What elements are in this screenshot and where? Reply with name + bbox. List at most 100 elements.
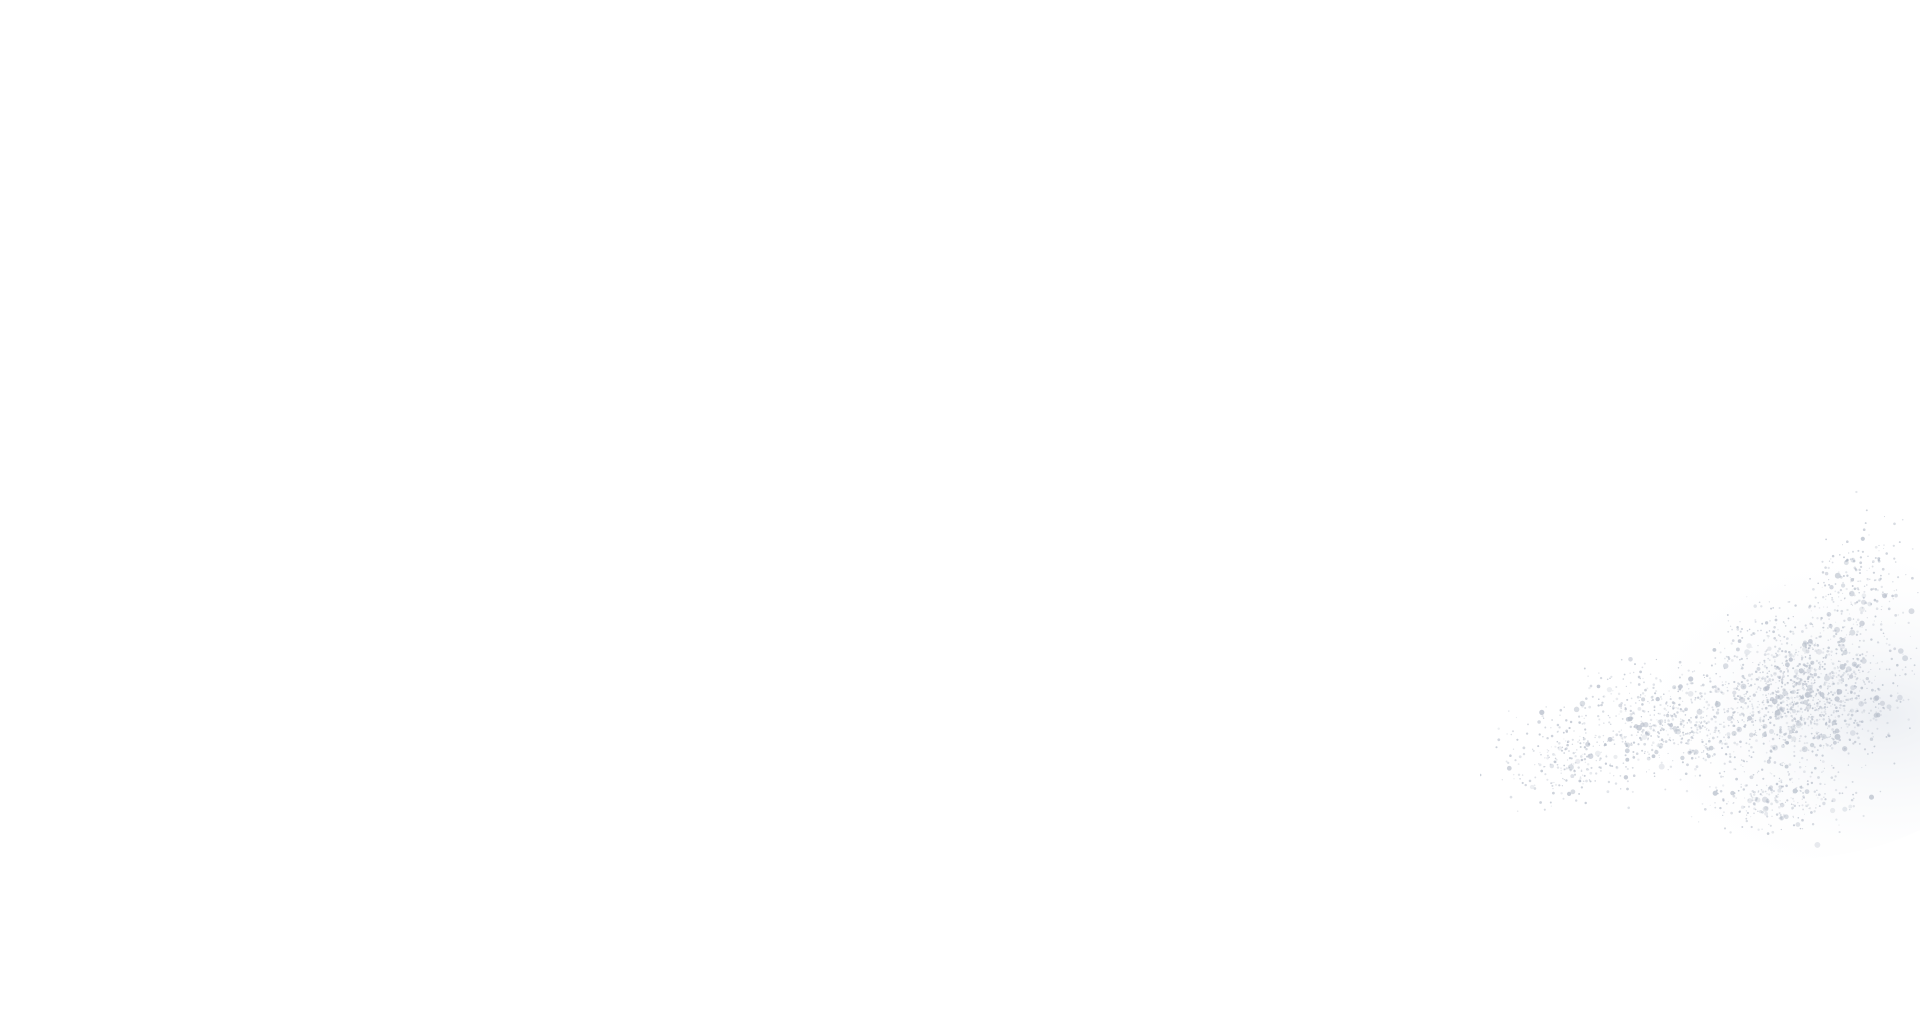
speckle-dot	[1772, 630, 1775, 634]
speckle-dot	[1826, 743, 1829, 747]
speckle-dot	[1842, 649, 1848, 656]
speckle-dot	[1718, 741, 1721, 744]
speckle-dot	[1782, 785, 1784, 788]
speckle-dot	[1792, 731, 1795, 734]
speckle-dot	[1826, 612, 1832, 617]
speckle-dot	[1781, 709, 1785, 713]
speckle-dot	[1756, 772, 1758, 774]
speckle-dot	[1563, 768, 1566, 771]
speckle-dot	[1841, 673, 1845, 677]
speckle-dot	[1840, 727, 1843, 729]
speckle-dot	[1715, 706, 1718, 708]
speckle-dot	[1772, 790, 1775, 793]
speckle-dot	[1794, 683, 1797, 687]
speckle-dot	[1831, 737, 1833, 739]
speckle-dot	[1806, 703, 1810, 706]
speckle-dot	[1757, 711, 1760, 713]
speckle-dot	[1718, 642, 1721, 644]
speckle-dot	[1740, 759, 1743, 761]
speckle-dot	[1762, 699, 1765, 702]
speckle-dot	[1781, 662, 1783, 664]
speckle-dot	[1550, 805, 1552, 807]
speckle-dot	[1757, 629, 1759, 632]
speckle-dot	[1861, 550, 1865, 553]
speckle-dot	[1857, 653, 1859, 655]
speckle-dot	[1788, 653, 1793, 658]
speckle-dot	[1767, 685, 1770, 689]
speckle-dot	[1680, 741, 1683, 744]
speckle-dot	[1889, 694, 1893, 698]
speckle-dot	[1559, 714, 1561, 717]
speckle-dot	[1599, 676, 1603, 680]
speckle-dot	[1578, 721, 1581, 724]
speckle-dot	[1878, 557, 1881, 560]
speckle-dot	[1652, 741, 1655, 744]
speckle-dot	[1878, 578, 1881, 582]
speckle-dot	[1706, 747, 1709, 750]
speckle-dot	[1769, 824, 1772, 827]
speckle-dot	[1699, 727, 1702, 730]
speckle-dot	[1713, 747, 1716, 750]
speckle-dot	[1785, 642, 1789, 645]
speckle-dot	[1752, 632, 1754, 634]
speckle-dot	[1746, 630, 1749, 632]
speckle-dot	[1747, 719, 1749, 722]
speckle-dot	[1787, 771, 1789, 773]
speckle-dot	[1755, 796, 1758, 800]
speckle-dot	[1843, 707, 1846, 710]
speckle-dot	[1838, 738, 1842, 742]
speckle-dot	[1848, 674, 1854, 679]
speckle-dot	[1767, 704, 1770, 707]
speckle-dot	[1823, 681, 1826, 684]
speckle-dot	[1832, 738, 1835, 741]
speckle-dot	[1881, 593, 1883, 595]
speckle-dot	[1783, 635, 1786, 638]
speckle-dot	[1626, 698, 1629, 701]
speckle-dot	[1839, 660, 1841, 663]
speckle-dot	[1607, 714, 1610, 717]
speckle-dot	[1806, 677, 1810, 681]
speckle-dot	[1824, 584, 1827, 587]
speckle-dot	[1739, 697, 1746, 703]
speckle-dot	[1585, 741, 1591, 747]
speckle-dot	[1859, 606, 1865, 613]
speckle-dot	[1756, 688, 1759, 690]
speckle-dot	[1694, 715, 1698, 719]
speckle-dot	[1840, 629, 1843, 632]
speckle-dot	[1803, 748, 1805, 750]
speckle-dot	[1858, 701, 1864, 707]
speckle-dot	[1625, 685, 1628, 688]
speckle-dot	[1864, 522, 1867, 525]
speckle-dot	[1599, 704, 1601, 707]
speckle-dot	[1762, 676, 1764, 678]
speckle-dot	[1799, 678, 1803, 681]
speckle-dot	[1589, 771, 1593, 775]
speckle-dot	[1637, 731, 1639, 734]
speckle-dot	[1725, 753, 1728, 756]
speckle-dot	[1741, 666, 1744, 670]
speckle-dot	[1790, 803, 1793, 805]
speckle-dot	[1863, 681, 1865, 683]
speckle-dot	[1796, 701, 1799, 705]
speckle-dot	[1710, 717, 1714, 721]
speckle-dot	[1850, 685, 1856, 691]
speckle-dot	[1650, 695, 1654, 699]
speckle-dot	[1717, 729, 1720, 732]
speckle-dot	[1557, 730, 1559, 733]
speckle-dot	[1786, 692, 1789, 695]
speckle-dot	[1829, 699, 1832, 702]
speckle-dot	[1806, 685, 1808, 687]
speckle-dot	[1793, 658, 1795, 661]
speckle-dot	[1789, 653, 1792, 656]
speckle-dot	[1822, 736, 1825, 739]
speckle-dot	[1785, 784, 1788, 788]
speckle-dot	[1859, 639, 1861, 642]
speckle-dot	[1844, 786, 1847, 789]
speckle-dot	[1841, 626, 1845, 629]
speckle-dot	[1563, 738, 1565, 740]
speckle-dot	[1629, 718, 1633, 721]
speckle-dot	[1878, 550, 1880, 552]
speckle-dot	[1822, 714, 1826, 717]
speckle-dot	[1766, 807, 1768, 809]
speckle-dot	[1829, 623, 1832, 626]
